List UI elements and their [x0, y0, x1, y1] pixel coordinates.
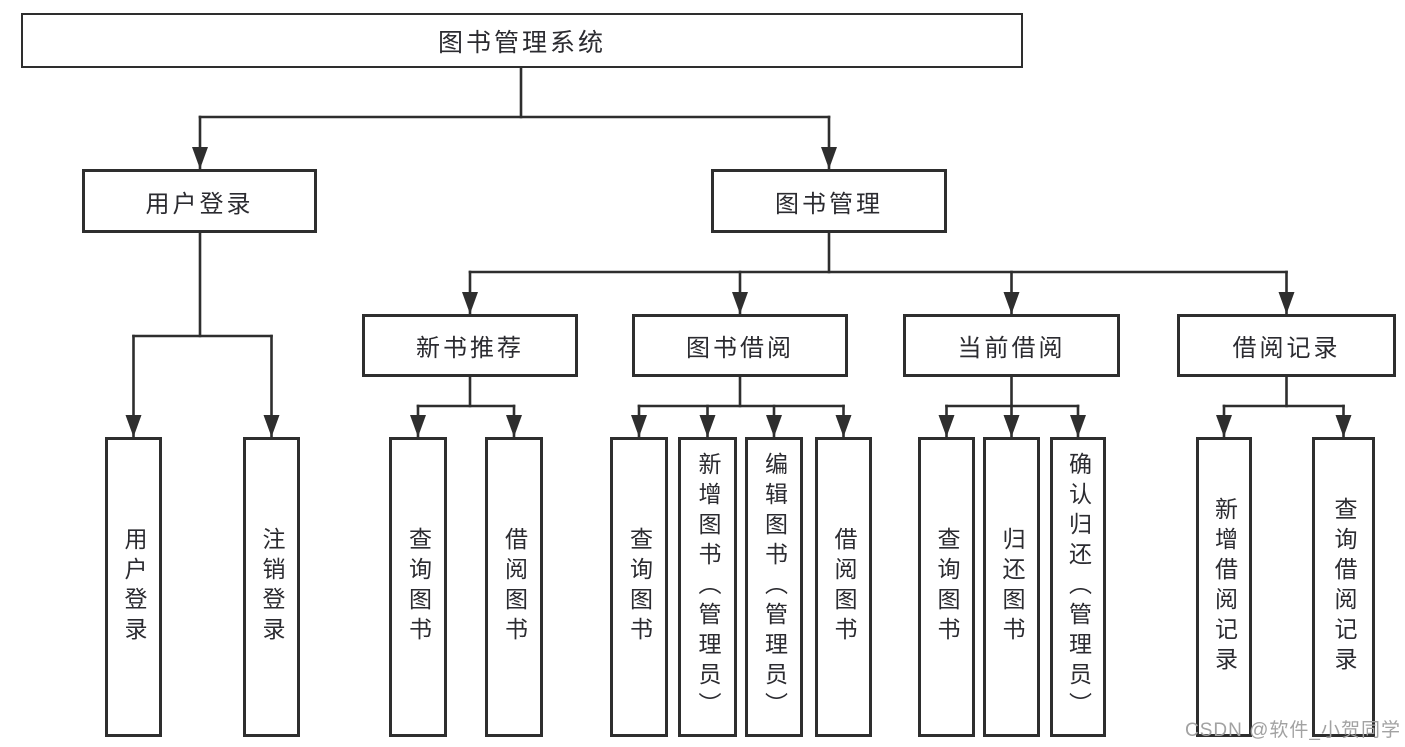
- leaf-cu-return-books: 归还图书: [983, 437, 1040, 737]
- node-label: 新增借阅记录: [1211, 497, 1238, 677]
- node-book-borrowing: 图书借阅: [632, 314, 848, 377]
- node-label: 查询图书: [405, 527, 432, 647]
- node-current-borrowing: 当前借阅: [903, 314, 1120, 377]
- node-label: 图书管理系统: [437, 28, 606, 57]
- node-label: 注销登录: [259, 527, 285, 647]
- node-label: 借阅记录: [1232, 335, 1341, 362]
- node-new-book-recommend: 新书推荐: [362, 314, 578, 377]
- csdn-watermark: CSDN @软件_小贺同学: [1185, 720, 1401, 741]
- node-label: 确认归还（管理员）: [1065, 452, 1092, 722]
- node-label: 图书借阅: [686, 335, 794, 362]
- leaf-cu-query-books: 查询图书: [918, 437, 975, 737]
- leaf-bw-query-books: 查询图书: [610, 437, 668, 737]
- node-label: 查询借阅记录: [1331, 497, 1357, 677]
- node-label: 编辑图书（管理员）: [761, 452, 788, 722]
- node-label: 当前借阅: [957, 335, 1066, 362]
- leaf-rc-add-record: 新增借阅记录: [1196, 437, 1252, 737]
- leaf-rc-query-record: 查询借阅记录: [1312, 437, 1375, 737]
- leaf-nb-query-books: 查询图书: [389, 437, 447, 737]
- node-label: 查询图书: [934, 527, 960, 647]
- node-label: 借阅图书: [501, 527, 528, 647]
- leaf-nb-borrow-books: 借阅图书: [485, 437, 543, 737]
- node-book-management: 图书管理: [711, 169, 947, 233]
- node-label: 用户登录: [121, 527, 147, 647]
- leaf-logout: 注销登录: [243, 437, 300, 737]
- leaf-user-login: 用户登录: [105, 437, 162, 737]
- leaf-bw-edit-books-admin: 编辑图书（管理员）: [745, 437, 803, 737]
- node-label: 图书管理: [775, 190, 883, 218]
- node-label: 新增图书（管理员）: [695, 452, 721, 722]
- leaf-bw-borrow-books: 借阅图书: [815, 437, 872, 737]
- node-system-root: 图书管理系统: [21, 13, 1023, 68]
- node-label: 归还图书: [999, 527, 1025, 647]
- node-user-login: 用户登录: [82, 169, 317, 233]
- node-label: 新书推荐: [416, 335, 524, 362]
- node-label: 查询图书: [626, 527, 653, 647]
- leaf-bw-add-books-admin: 新增图书（管理员）: [678, 437, 737, 737]
- node-label: 借阅图书: [831, 527, 857, 647]
- node-label: 用户登录: [145, 190, 254, 218]
- leaf-cu-confirm-return-admin: 确认归还（管理员）: [1050, 437, 1106, 737]
- node-borrowing-records: 借阅记录: [1177, 314, 1396, 377]
